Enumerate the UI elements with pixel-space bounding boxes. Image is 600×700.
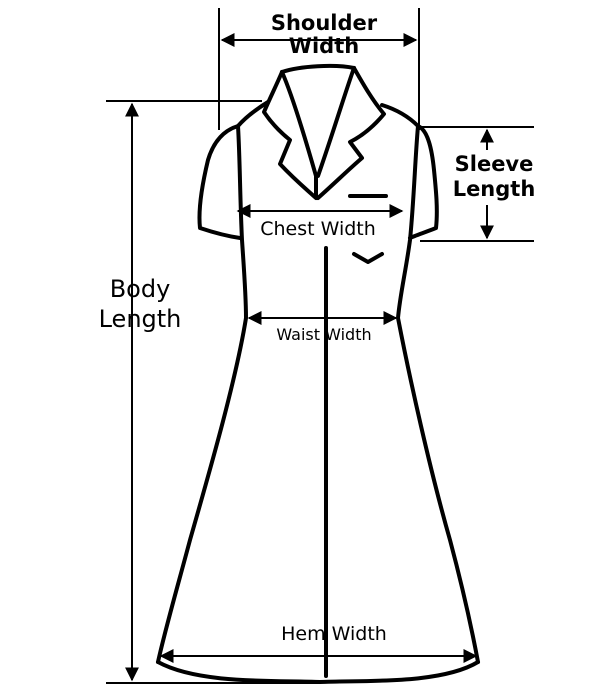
dress-silhouette (156, 63, 480, 684)
waist-width-label: Waist Width (276, 325, 372, 344)
shoulder-width-label-line2: Width (288, 34, 360, 58)
dress-hem-edge (156, 660, 480, 684)
collar-band (280, 63, 356, 74)
collar-right (316, 66, 386, 200)
body-length-label-line2: Length (98, 305, 182, 333)
body-length-label-line1: Body (109, 275, 171, 303)
right-sleeve (408, 124, 439, 240)
dress-left-side (156, 100, 270, 664)
collar-left (262, 70, 318, 200)
pocket-flap (352, 252, 384, 264)
sleeve-length-label-line1: Sleeve (454, 152, 534, 176)
sleeve-length-label: Sleeve Length (444, 152, 544, 202)
chest-width-label: Chest Width (260, 218, 376, 240)
shoulder-width-label-line1: Shoulder (270, 11, 378, 35)
shoulder-width-label: Shoulder Width (258, 12, 390, 58)
left-sleeve (197, 124, 242, 240)
sleeve-length-label-line2: Length (452, 177, 536, 201)
hem-width-label: Hem Width (281, 623, 387, 645)
body-length-label: Body Length (88, 274, 192, 334)
collar-fold-right (316, 66, 356, 178)
collar-fold-left (280, 70, 318, 178)
measurement-guides (106, 8, 534, 684)
